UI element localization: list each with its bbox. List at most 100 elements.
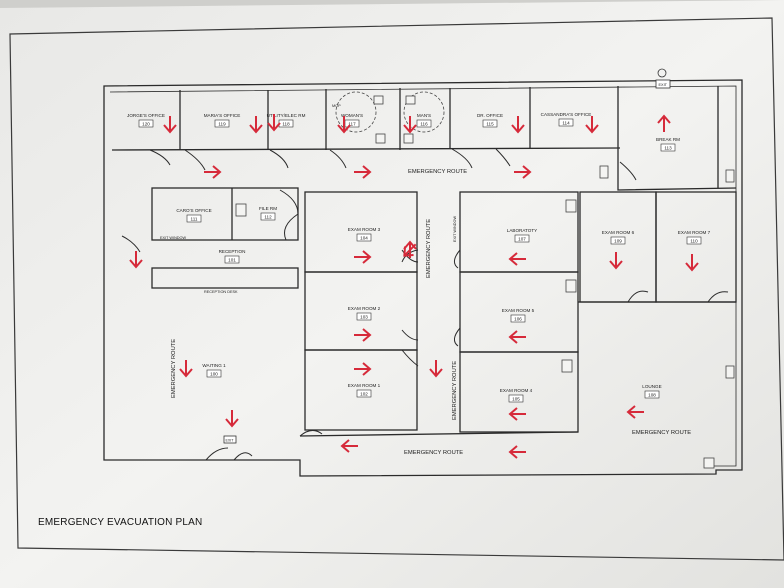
evacuation-arrows bbox=[129, 114, 699, 459]
arrow-right bbox=[514, 165, 532, 179]
room-number-box bbox=[260, 212, 276, 221]
arrow-right bbox=[354, 165, 372, 179]
arrow-down bbox=[609, 252, 623, 270]
route-label-left: EMERGENCY ROUTE bbox=[171, 339, 177, 398]
arrow-up bbox=[657, 114, 671, 132]
room-name: EXAM ROOM 3 bbox=[348, 227, 381, 232]
room-name: BREAK RM bbox=[656, 137, 680, 142]
arrow-down bbox=[337, 116, 351, 134]
arrow-right bbox=[354, 328, 372, 342]
arrow-left bbox=[508, 252, 526, 266]
room-caro: CARO'S OFFICE 111 bbox=[176, 208, 212, 223]
arrow-down bbox=[403, 116, 417, 134]
room-name: JORGE'S OFFICE bbox=[127, 113, 165, 118]
room-number-box bbox=[416, 119, 432, 128]
restroom-fixtures bbox=[335, 91, 445, 133]
room-name: WOMAN'S bbox=[341, 113, 363, 118]
exit-window-left-label: EXIT WINDOW bbox=[160, 236, 187, 240]
room-exam2: EXAM ROOM 2 103 bbox=[348, 306, 381, 321]
room-number: 103 bbox=[360, 315, 368, 320]
arrow-down bbox=[267, 114, 281, 132]
room-name: EXAM ROOM 7 bbox=[678, 230, 711, 235]
room-number: 120 bbox=[142, 122, 150, 127]
route-label-bottom: EMERGENCY ROUTE bbox=[404, 450, 463, 456]
room-number-box bbox=[224, 255, 240, 264]
arrow-down bbox=[179, 360, 193, 378]
route-label-top: EMERGENCY ROUTE bbox=[408, 169, 467, 175]
room-number-box bbox=[214, 119, 230, 128]
room-name: FILE RM bbox=[259, 206, 277, 211]
room-exam5: EXAM ROOM 5 106 bbox=[502, 308, 535, 323]
room-name: EXAM ROOM 5 bbox=[502, 308, 535, 313]
room-number: 113 bbox=[664, 146, 672, 151]
room-exam3: EXAM ROOM 3 104 bbox=[348, 227, 381, 242]
room-number-box bbox=[508, 394, 524, 403]
room-jorge: JORGE'S OFFICE 120 bbox=[127, 113, 165, 128]
room-name: MARIA'S OFFICE bbox=[204, 113, 241, 118]
room-number: 105 bbox=[512, 397, 520, 402]
room-number-box bbox=[644, 390, 660, 399]
room-number-box bbox=[206, 369, 222, 378]
arrow-down bbox=[685, 254, 699, 272]
room-cassandra: CASSANDRA'S OFFICE 114 bbox=[541, 112, 592, 127]
room-number-box bbox=[558, 118, 574, 127]
arrow-right bbox=[204, 165, 222, 179]
room-number-box bbox=[510, 314, 526, 323]
arrow-left bbox=[626, 405, 644, 419]
room-number: 115 bbox=[486, 122, 494, 127]
room-number: 117 bbox=[348, 122, 356, 127]
room-number: 107 bbox=[518, 237, 526, 242]
room-name: WAITING 1 bbox=[202, 363, 226, 368]
room-number: 109 bbox=[614, 239, 622, 244]
arrow-down bbox=[511, 116, 525, 134]
room-number-box bbox=[356, 312, 372, 321]
arrow-down bbox=[249, 116, 263, 134]
top-row-wall bbox=[111, 147, 621, 151]
room-name: CARO'S OFFICE bbox=[176, 208, 211, 213]
room-name: MAN'S bbox=[417, 113, 431, 118]
room-number: 104 bbox=[360, 236, 368, 241]
room-number: 108 bbox=[648, 393, 656, 398]
arrow-down bbox=[225, 410, 239, 428]
room-name: EXAM ROOM 4 bbox=[500, 388, 533, 393]
room-number: 110 bbox=[690, 239, 698, 244]
room-number: 112 bbox=[264, 215, 272, 220]
route-label-lounge: EMERGENCY ROUTE bbox=[632, 430, 691, 436]
room-number-box bbox=[514, 234, 530, 243]
exit-top-label: EXIT bbox=[659, 83, 668, 87]
door-swings bbox=[121, 148, 729, 461]
arrow-left bbox=[508, 330, 526, 344]
room-number-box bbox=[138, 119, 154, 128]
room-number: 106 bbox=[514, 317, 522, 322]
room-name: LABORATOTY bbox=[507, 228, 537, 233]
room-number: 116 bbox=[420, 122, 428, 127]
room-number-box bbox=[356, 389, 372, 398]
room-mans: MAN'S 116 bbox=[416, 113, 432, 128]
room-file: FILE RM 112 bbox=[259, 206, 277, 221]
exit-bottom-label: EXIT bbox=[226, 439, 235, 443]
room-name: CASSANDRA'S OFFICE bbox=[541, 112, 592, 117]
room-name: EXAM ROOM 2 bbox=[348, 306, 381, 311]
arrow-right bbox=[354, 250, 372, 264]
mop-label: MOP bbox=[332, 104, 341, 108]
arrow-down bbox=[163, 116, 177, 134]
room-number: 114 bbox=[562, 121, 570, 126]
room-name: EXAM ROOM 6 bbox=[602, 230, 635, 235]
room-number-box bbox=[186, 214, 202, 223]
room-number: 102 bbox=[360, 392, 368, 397]
sheet-border bbox=[9, 17, 784, 561]
room-number-box bbox=[686, 236, 702, 245]
room-name: LOUNGE bbox=[642, 384, 661, 389]
room-exam4: EXAM ROOM 4 105 bbox=[500, 388, 533, 403]
arrow-left bbox=[340, 439, 358, 453]
floor-plan bbox=[103, 79, 743, 477]
room-number: 111 bbox=[191, 217, 198, 222]
room-break: BREAK RM 113 bbox=[656, 137, 680, 152]
building-outline bbox=[103, 79, 743, 477]
